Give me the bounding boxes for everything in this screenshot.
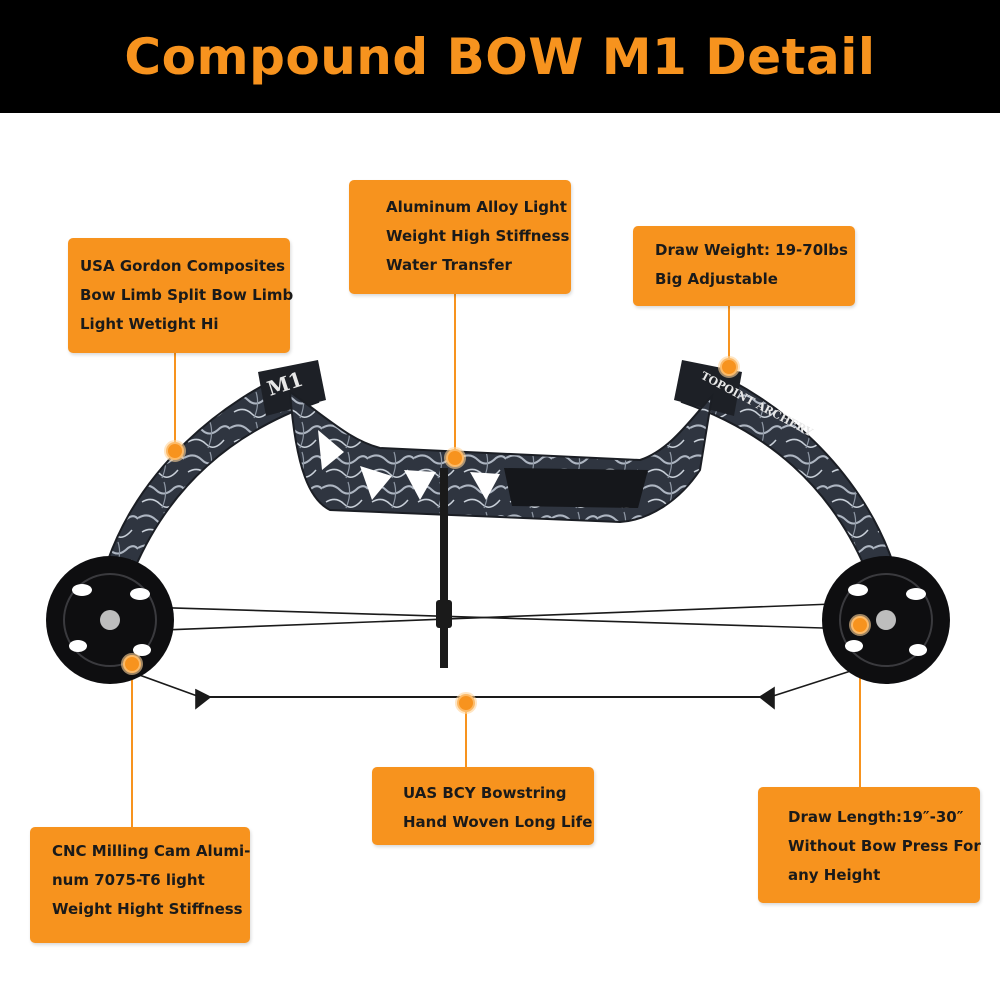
callout-limb-line: USA Gordon Composites [80,257,286,275]
marker-cam [121,653,143,675]
grip [504,468,648,508]
marker-draw-weight [718,356,740,378]
right-cam-axle [876,610,896,630]
callout-cam: CNC Milling Cam Alumi- num 7075-T6 light… [30,827,250,943]
callout-cam-line: num 7075-T6 light [52,871,205,889]
left-cam [46,556,174,684]
callout-draw-length-line: Draw Length:19″-30″ [788,808,964,826]
string-dampener-left [195,688,212,710]
callout-draw-weight: Draw Weight: 19-70lbs Big Adjustable [633,226,855,306]
stabilizer-rod [440,468,448,668]
right-cam [822,556,950,684]
stabilizer-clamp [436,600,452,628]
callout-cam-line: CNC Milling Cam Alumi- [52,842,251,860]
marker-riser [444,447,466,469]
callout-draw-length-line: Without Bow Press For [788,837,981,855]
marker-draw-length [849,614,871,636]
left-limb-pocket [258,360,326,416]
callout-bowstring: UAS BCY Bowstring Hand Woven Long Life [372,767,594,845]
callout-draw-length: Draw Length:19″-30″ Without Bow Press Fo… [758,787,981,903]
callout-limb: USA Gordon Composites Bow Limb Split Bow… [68,238,294,353]
page-title: Compound BOW M1 Detail [124,27,876,86]
marker-limb [164,440,186,462]
riser-cutout-4 [318,430,344,470]
callout-riser: Aluminum Alloy Light Weight High Stiffne… [349,180,571,294]
riser-cutout-3 [470,472,500,500]
callout-bowstring-line: UAS BCY Bowstring [403,784,567,802]
callout-draw-weight-line: Draw Weight: 19-70lbs [655,241,848,259]
callout-bowstring-line: Hand Woven Long Life [403,813,593,831]
callout-riser-line: Weight High Stiffness [386,227,570,245]
strings [109,601,889,710]
riser-body [288,389,714,524]
callout-limb-line: Bow Limb Split Bow Limb [80,286,294,304]
cable-upper [109,605,889,631]
cable-lower [111,601,885,633]
callout-draw-length-line: any Height [788,866,881,884]
callout-cam-line: Weight Hight Stiffness [52,900,243,918]
leader-lines [131,294,861,827]
riser-cutout-2 [404,470,436,500]
string-dampener-right [758,686,775,710]
bowstring-right-end [769,667,861,698]
markers [121,356,871,714]
callout-draw-weight-line: Big Adjustable [655,270,778,288]
marker-bowstring [455,692,477,714]
callout-riser-line: Water Transfer [386,256,512,274]
left-cam-axle [100,610,120,630]
callout-limb-line: Light Wetight Hi [80,315,219,333]
riser-cutout-1 [360,466,392,500]
title-banner: Compound BOW M1 Detail [0,0,1000,113]
callout-riser-line: Aluminum Alloy Light [386,198,567,216]
